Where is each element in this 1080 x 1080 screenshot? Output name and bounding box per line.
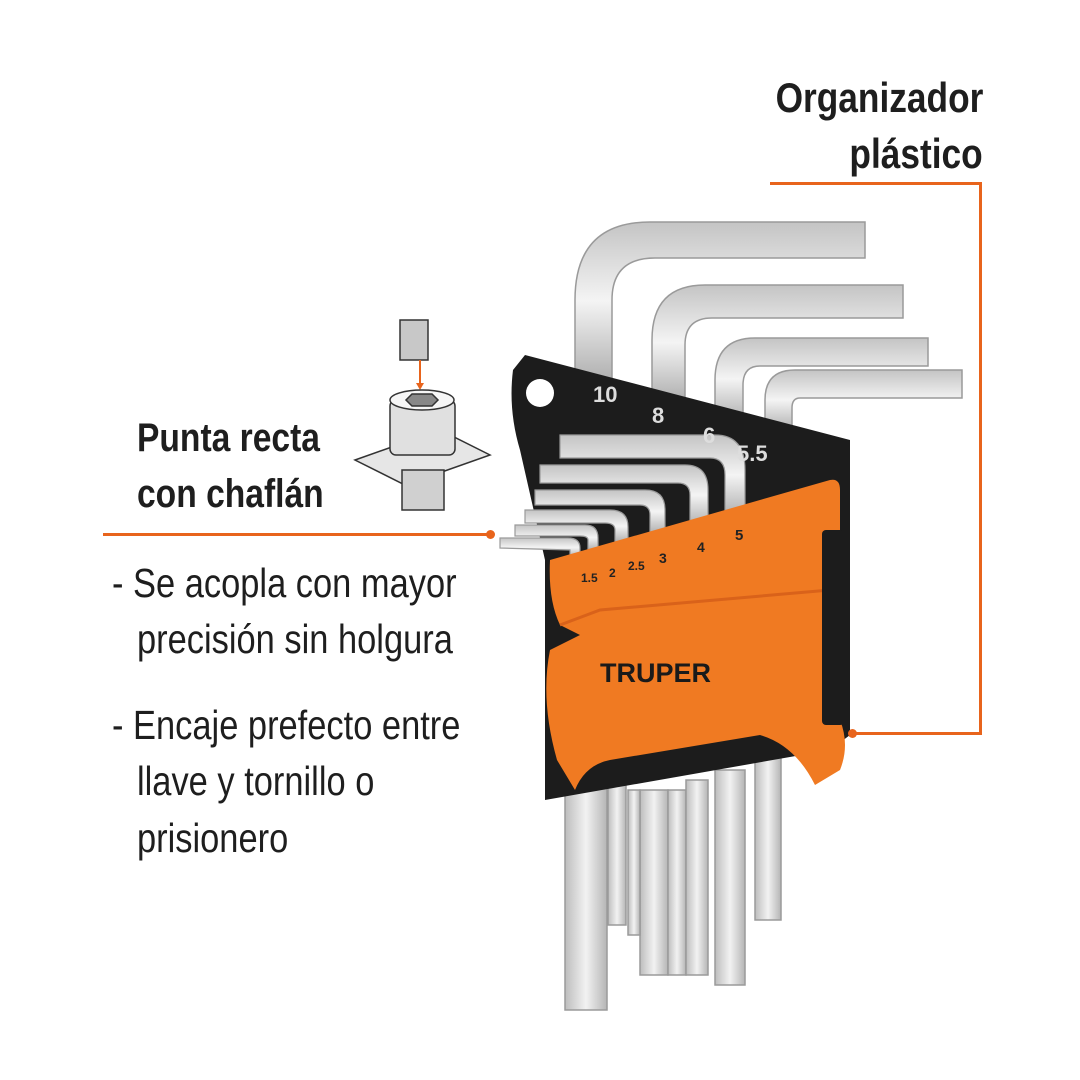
tip-callout-dot bbox=[486, 530, 495, 539]
size-label-5: 5 bbox=[735, 527, 743, 544]
tip-label-line1: Punta recta bbox=[137, 416, 321, 460]
feature-2-line2: llave y tornillo o bbox=[137, 758, 375, 804]
small-hex-keys bbox=[499, 434, 746, 558]
size-label-8: 8 bbox=[652, 403, 664, 428]
screw-diagram-icon bbox=[353, 319, 492, 511]
organizer-label-line1: Organizador bbox=[775, 74, 983, 121]
orange-holder bbox=[546, 479, 845, 790]
size-label-3: 3 bbox=[659, 550, 667, 566]
black-side-strip bbox=[822, 530, 844, 725]
size-label-5-5: 5.5 bbox=[737, 441, 768, 466]
organizer-callout-line-vertical bbox=[979, 182, 982, 735]
organizer-callout-dot bbox=[848, 729, 857, 738]
feature-1-line2: precisión sin holgura bbox=[137, 616, 453, 662]
size-label-2-5: 2.5 bbox=[628, 559, 645, 573]
size-label-1-5: 1.5 bbox=[581, 571, 598, 585]
organizer-callout-line-top bbox=[770, 182, 982, 185]
feature-2-line1: - Encaje prefecto entre bbox=[112, 702, 461, 748]
hanging-hole bbox=[526, 379, 554, 407]
brand-logo: TRUPER bbox=[600, 658, 711, 688]
size-label-2: 2 bbox=[609, 566, 616, 580]
size-label-4: 4 bbox=[697, 539, 705, 555]
large-hex-keys bbox=[564, 221, 963, 1011]
size-label-6: 6 bbox=[703, 423, 715, 448]
organizer-label-line2: plástico bbox=[849, 130, 983, 177]
tip-callout-line bbox=[103, 533, 491, 536]
feature-1-line1: - Se acopla con mayor bbox=[112, 560, 457, 606]
tip-label-line2: con chaflán bbox=[137, 472, 324, 516]
feature-2-line3: prisionero bbox=[137, 815, 289, 861]
organizer-callout-line-bottom bbox=[852, 732, 982, 735]
size-label-10: 10 bbox=[593, 382, 617, 407]
